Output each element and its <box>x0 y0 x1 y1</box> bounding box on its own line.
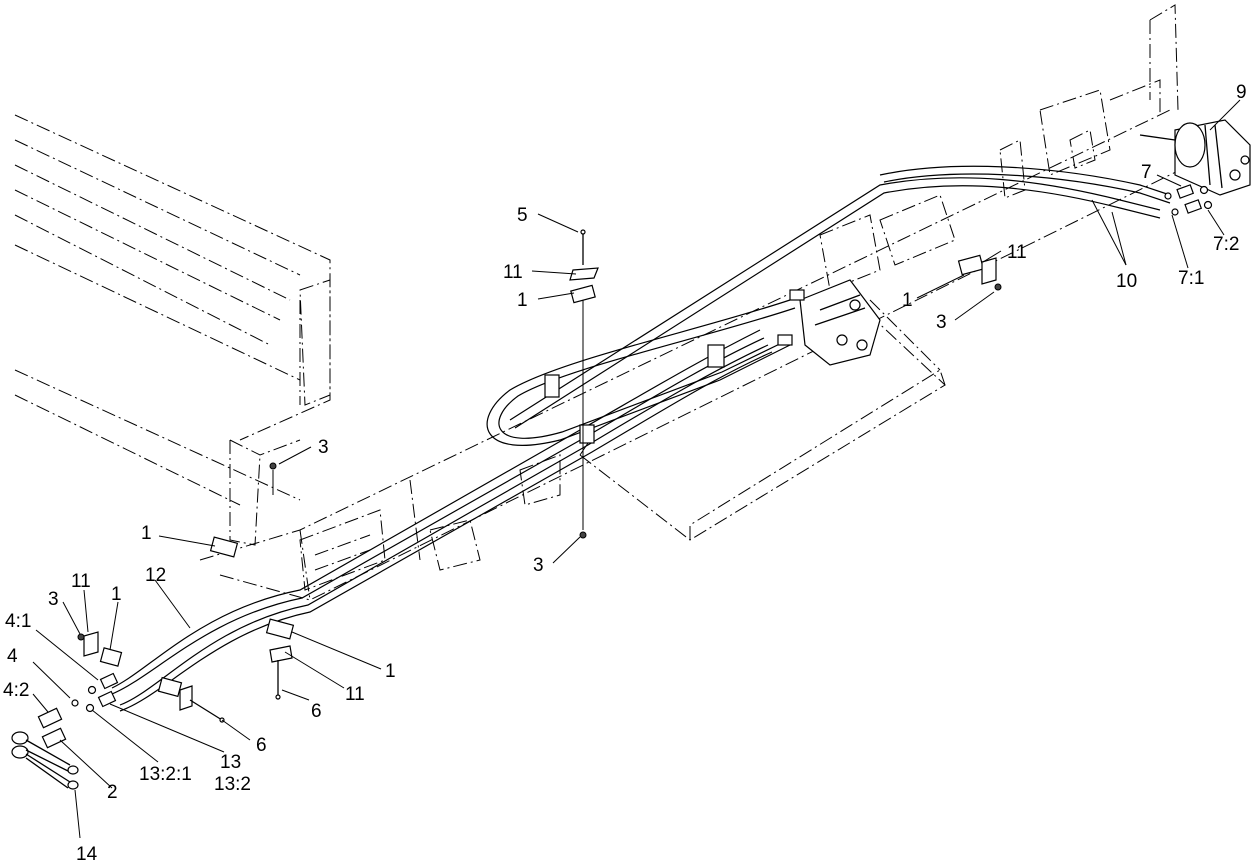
phantom-main-frame-rail <box>199 4 1201 601</box>
callout-3-center: 3 <box>533 555 544 576</box>
callout-1-top: 1 <box>517 290 528 311</box>
callout-7-1: 7:1 <box>1178 268 1204 289</box>
hose-pair-10 <box>509 165 1171 429</box>
callout-13: 13 <box>220 752 241 773</box>
callout-1-lower-left: 1 <box>111 584 122 605</box>
callout-11-right: 11 <box>1007 242 1027 263</box>
callout-1-bottom-mid: 1 <box>385 661 396 682</box>
callout-6-lower: 6 <box>256 735 267 756</box>
callout-11-bottom-mid: 11 <box>345 684 365 705</box>
callout-3-top-right: 3 <box>936 312 947 333</box>
fittings-7 <box>1164 184 1213 216</box>
clamps <box>83 254 997 711</box>
callout-6-upper: 6 <box>311 701 322 722</box>
callout-12: 12 <box>145 565 166 586</box>
callout-4-2: 4:2 <box>3 680 29 701</box>
callout-3-lower-left: 3 <box>48 589 59 610</box>
hose-loop <box>486 299 796 446</box>
callout-9: 9 <box>1236 82 1247 103</box>
callout-7: 7 <box>1141 162 1152 183</box>
phantom-platform-plate <box>579 299 946 541</box>
callout-7-2: 7:2 <box>1213 234 1239 255</box>
callout-4: 4 <box>7 646 18 667</box>
callout-14: 14 <box>76 844 98 865</box>
hydraulic-motor <box>1139 119 1251 196</box>
callout-10: 10 <box>1116 271 1137 292</box>
callout-3-left-upper: 3 <box>318 437 329 458</box>
couplers <box>37 672 119 749</box>
fasteners <box>77 229 1002 723</box>
hose-pair-12 <box>111 329 773 712</box>
callout-2: 2 <box>107 782 118 803</box>
leader-lines <box>32 99 1241 839</box>
callout-1-left: 1 <box>141 523 152 544</box>
callout-11-lower-left: 11 <box>71 571 91 592</box>
callout-5: 5 <box>517 205 528 226</box>
callout-11-top: 11 <box>503 262 523 283</box>
callout-13-2-1: 13:2:1 <box>139 764 192 785</box>
callout-1-right: 1 <box>902 290 913 311</box>
dust-caps-14 <box>11 731 79 790</box>
phantom-frame-left-panel <box>14 114 331 546</box>
callout-labels: 5 11 1 11 1 3 10 9 7 7:2 7:1 3 1 3 12 11… <box>3 82 1247 865</box>
valve-block <box>777 279 881 366</box>
callout-4-1: 4:1 <box>5 611 31 632</box>
callout-13-2: 13:2 <box>214 774 251 795</box>
